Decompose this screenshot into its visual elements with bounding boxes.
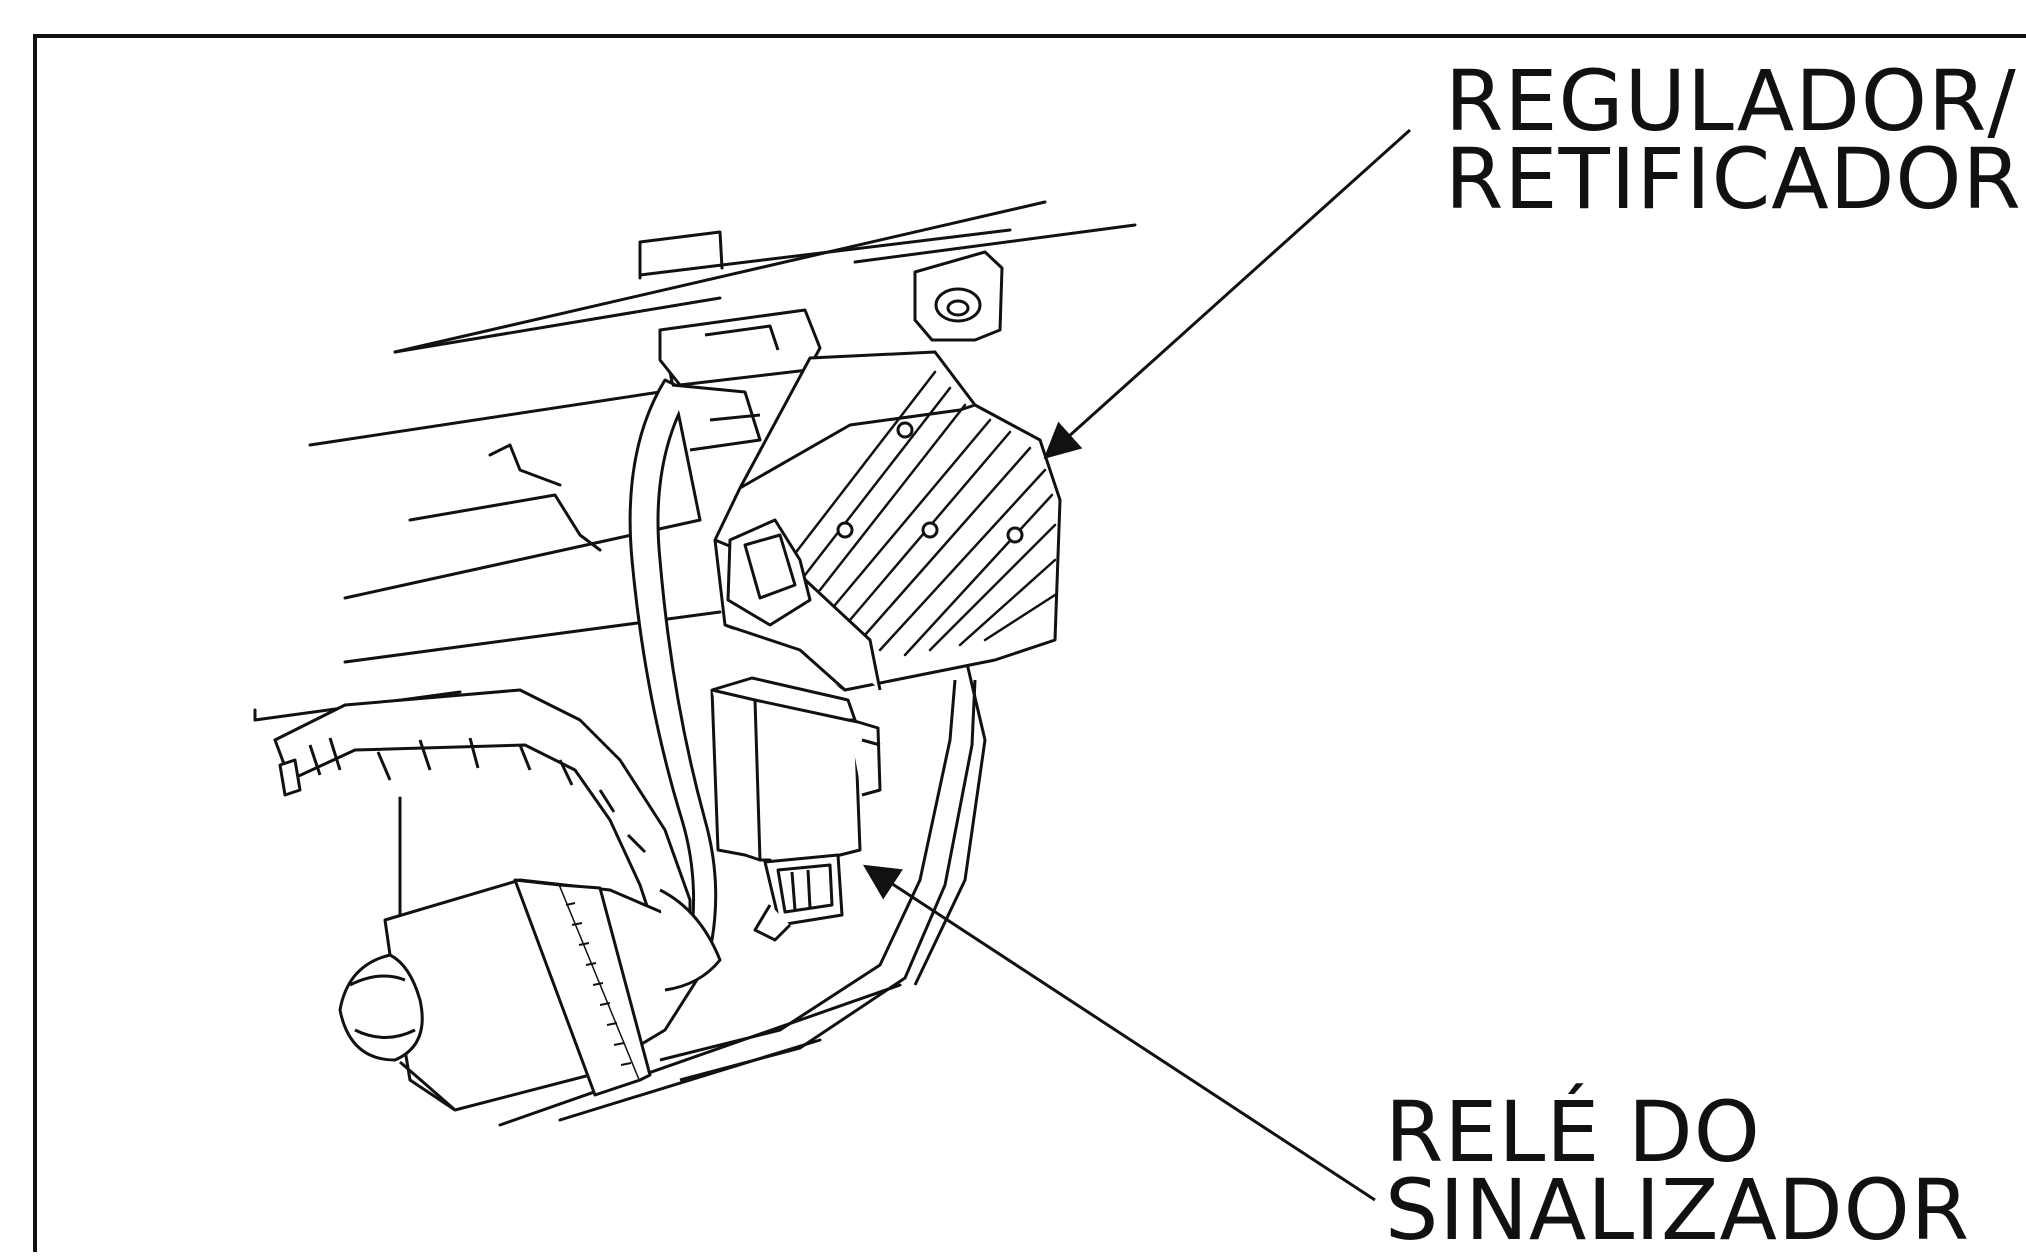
regulator-connector [726,518,812,627]
relay-connector [753,853,844,942]
regulador-retificador-label: REGULADOR/ RETIFICADOR [1445,52,2022,228]
regulator-mount-bolts [836,421,1024,544]
regulador-leader-line [1043,128,1412,460]
chassis-lines [253,200,1137,1127]
rele-label-line2: SINALIZADOR [1385,1161,1971,1259]
rele-leader-line [862,864,1376,1202]
blinker-relay-body [710,676,882,872]
hose-clamp-teeth [565,902,632,1066]
regulador-label-line1: REGULADOR/ [1445,52,2017,150]
diagram-frame [33,34,2026,1252]
rele-label-line1: RELÉ DO [1385,1083,1761,1181]
rele-do-sinalizador-label: RELÉ DO SINALIZADOR [1385,1083,1971,1259]
regulador-label-line2: RETIFICADOR [1445,130,2022,228]
regulator-rectifier-body [713,350,1062,692]
mounting-bracket [658,250,1004,387]
connector-boot [338,878,722,1112]
